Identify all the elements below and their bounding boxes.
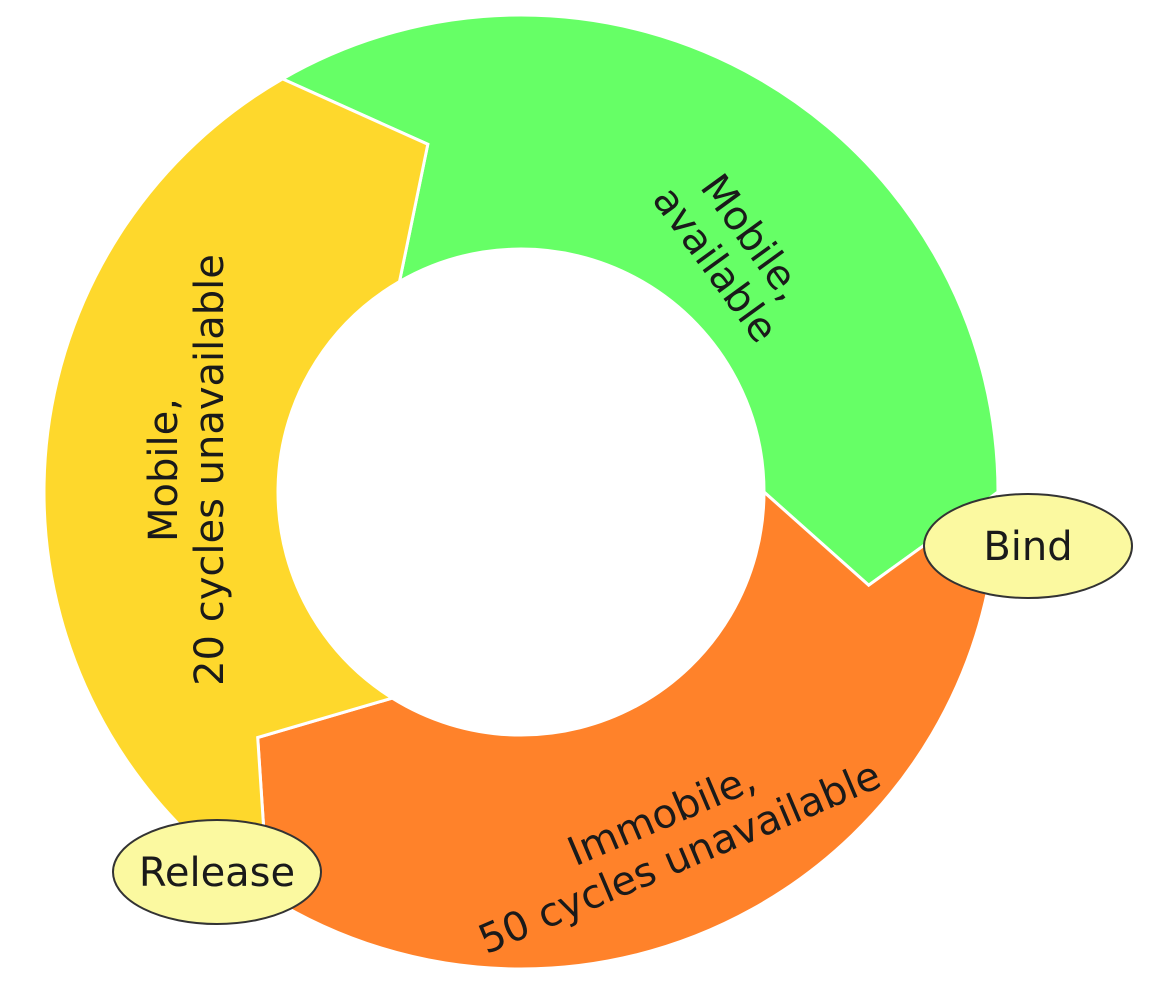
segment-mobile-unavailable (42, 77, 430, 900)
event-release-ellipse (112, 819, 322, 925)
segment-mobile-available (279, 13, 1000, 588)
event-bind: Bind (923, 493, 1133, 599)
label-line2: 20 cycles unavailable (187, 254, 233, 686)
event-bind-ellipse (923, 493, 1133, 599)
label-mobile-20-cycles: Mobile, 20 cycles unavailable (141, 254, 233, 686)
event-bind-label: Bind (983, 524, 1072, 570)
segment-immobile (256, 488, 1000, 971)
event-release: Release (112, 819, 322, 925)
event-release-label: Release (139, 850, 295, 896)
label-line1: Mobile, (141, 398, 187, 542)
